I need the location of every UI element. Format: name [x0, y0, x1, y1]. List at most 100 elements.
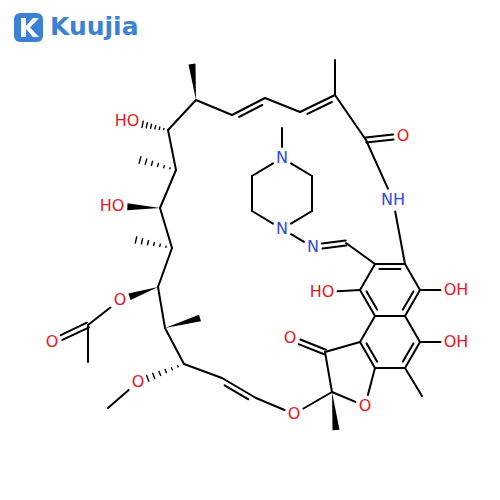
- single-bond: [158, 248, 172, 287]
- hydroxy-label: HO: [114, 112, 141, 130]
- hashed-bond: [135, 236, 137, 243]
- single-bond: [335, 95, 366, 140]
- hashed-bond: [142, 121, 144, 128]
- double-bond: [380, 268, 401, 270]
- single-bond: [196, 100, 232, 115]
- imine-label: N: [306, 238, 320, 256]
- logo-icon: [14, 13, 43, 42]
- single-bond: [405, 316, 420, 342]
- single-bond: [165, 328, 184, 364]
- ester-oxygen: O: [113, 291, 128, 309]
- hydroxy-label: OH: [443, 281, 470, 299]
- hydroxy-label: HO: [99, 197, 126, 215]
- logo-k-mark: [21, 18, 39, 37]
- single-bond: [168, 100, 196, 130]
- hashed-bond: [171, 367, 172, 370]
- single-bond: [291, 211, 312, 224]
- hydroxy-label: HO: [309, 283, 336, 301]
- single-bond: [281, 128, 283, 147]
- double-bond: [323, 246, 347, 249]
- hashed-bond: [157, 163, 158, 167]
- single-bond: [360, 316, 375, 342]
- hashed-bond: [163, 128, 165, 130]
- single-bond: [265, 98, 300, 112]
- hashed-bond: [154, 242, 155, 246]
- single-bond: [252, 163, 273, 176]
- hashed-bond: [177, 365, 179, 367]
- single-bond: [158, 287, 165, 328]
- single-bond: [108, 390, 129, 408]
- single-bond: [168, 130, 176, 170]
- wedge-bond: [165, 315, 201, 328]
- single-bond: [395, 212, 405, 265]
- single-bond: [346, 243, 375, 264]
- hashed-bond: [155, 125, 156, 129]
- hashed-bond: [165, 246, 167, 248]
- single-bond: [334, 60, 336, 95]
- single-bond: [304, 392, 333, 409]
- double-bond: [60, 323, 87, 336]
- double-bond: [403, 343, 414, 361]
- hashed-bond: [169, 167, 171, 169]
- single-bond: [405, 368, 422, 396]
- hashed-bond: [146, 375, 149, 382]
- double-bond: [239, 105, 262, 117]
- wedge-bond: [189, 64, 196, 100]
- hashed-bond: [147, 240, 148, 245]
- hashed-bond: [163, 165, 165, 168]
- double-bond: [366, 140, 393, 143]
- single-bond: [325, 342, 360, 352]
- hydroxy-label: OH: [443, 333, 470, 351]
- hashed-bond: [145, 159, 147, 165]
- logo-text: Kuujia: [50, 14, 139, 39]
- carbonyl-oxygen: O: [45, 333, 60, 351]
- hashed-bond: [139, 156, 141, 163]
- single-bond: [252, 211, 273, 224]
- hashed-bond: [158, 127, 160, 130]
- double-bond: [62, 327, 89, 340]
- wedge-bond: [128, 287, 158, 300]
- double-bond: [367, 343, 378, 361]
- double-bond: [403, 291, 414, 309]
- double-bond: [225, 385, 249, 399]
- amine-label: N: [275, 149, 289, 167]
- double-bond: [375, 263, 405, 265]
- double-bond: [366, 135, 393, 138]
- wedge-bond: [127, 203, 160, 210]
- double-bond: [222, 378, 256, 398]
- single-bond: [420, 341, 441, 343]
- single-bond: [360, 264, 375, 290]
- ether-oxygen: O: [287, 405, 302, 423]
- amide-label: NH: [380, 191, 406, 209]
- single-bond: [375, 315, 405, 317]
- hashed-bond: [151, 161, 152, 166]
- single-bond: [160, 170, 176, 208]
- single-bond: [366, 140, 388, 189]
- hashed-bond: [159, 244, 161, 247]
- carbonyl-oxygen: O: [396, 127, 411, 145]
- double-bond: [300, 340, 326, 350]
- single-bond: [256, 398, 285, 410]
- single-bond: [325, 352, 332, 392]
- double-bond: [367, 291, 378, 309]
- ether-oxygen: O: [131, 373, 146, 391]
- hashed-bond: [151, 124, 152, 129]
- single-bond: [184, 364, 222, 378]
- hashed-bond: [159, 371, 161, 376]
- wedge-bond: [332, 392, 339, 430]
- single-bond: [291, 163, 312, 176]
- ring-oxygen: O: [358, 397, 373, 415]
- hashed-bond: [141, 238, 142, 244]
- single-bond: [88, 308, 110, 326]
- hashed-bond: [146, 122, 147, 128]
- double-bond: [322, 241, 346, 244]
- hashed-bond: [165, 369, 167, 373]
- carbonyl-oxygen: O: [283, 329, 298, 347]
- single-bond: [87, 325, 89, 362]
- single-bond: [405, 264, 420, 290]
- single-bond: [368, 368, 375, 395]
- single-bond: [251, 176, 253, 211]
- single-bond: [160, 208, 172, 248]
